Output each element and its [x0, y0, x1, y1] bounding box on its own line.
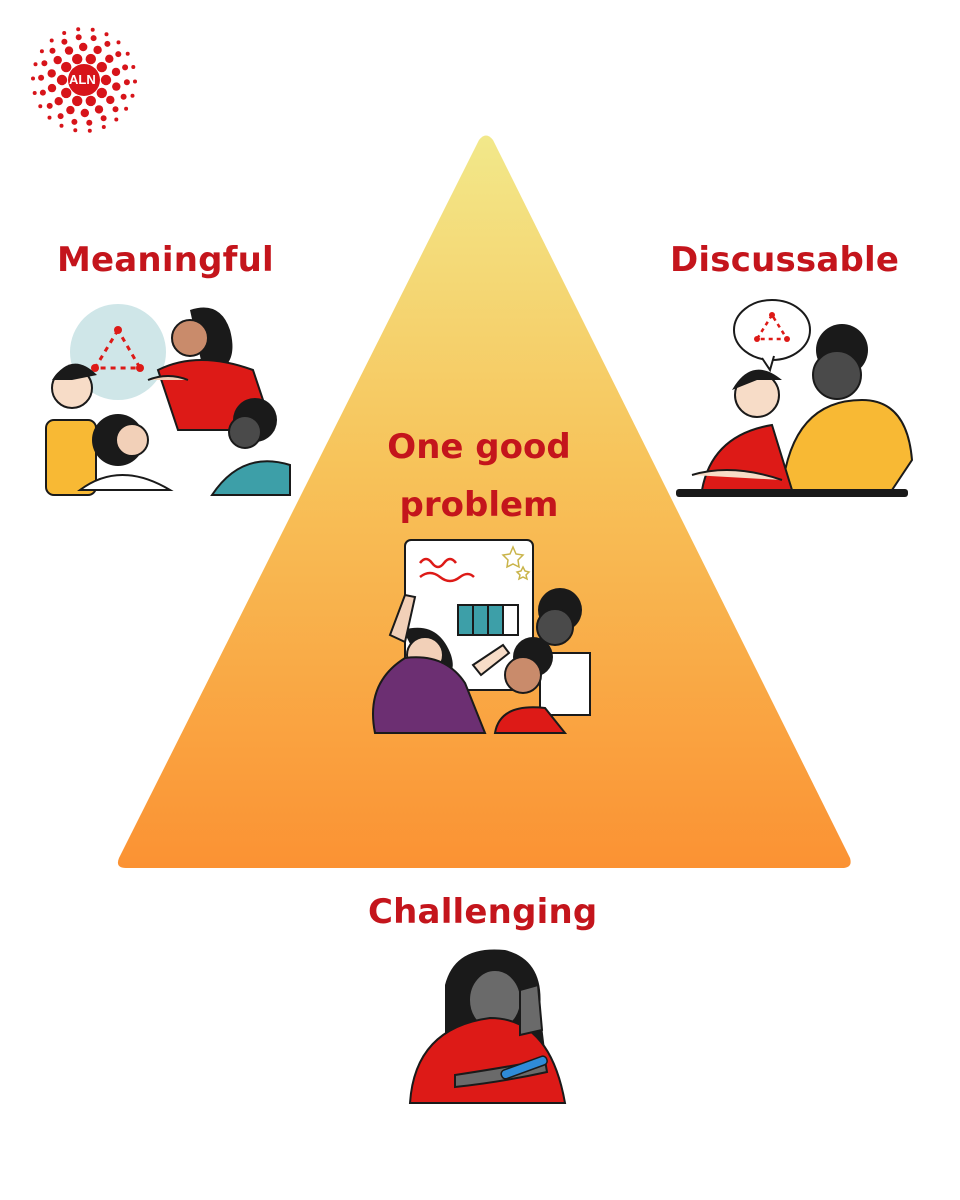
logo-dot [104, 40, 111, 47]
logo-dot [73, 128, 78, 133]
logo-dot [125, 51, 130, 56]
logo-dot [53, 55, 62, 65]
student-thinking-illustration [408, 949, 567, 1104]
logo-dot [133, 79, 137, 84]
logo-dot [38, 104, 43, 109]
aln-logo: ALN [28, 24, 140, 136]
logo-dot [93, 45, 102, 55]
logo-dot [120, 93, 127, 100]
apex-label-line-2: problem [399, 485, 559, 525]
logo-dot [56, 74, 68, 86]
logo-dot [114, 117, 119, 122]
logo-dot [59, 123, 64, 128]
logo-dot [111, 67, 121, 77]
logo-dot [47, 69, 56, 78]
logo-dot [61, 87, 72, 99]
logo-dot [75, 34, 82, 41]
logo-dot [32, 91, 37, 95]
challenging-label: Challenging [368, 892, 598, 932]
logo-dot [112, 106, 119, 113]
logo-dot [62, 31, 67, 35]
group-collaboration-illustration [45, 304, 291, 496]
logo-dot [101, 125, 106, 129]
logo-dot [123, 79, 130, 86]
logo-dot [72, 95, 83, 107]
adult-student-conversation-illustration [676, 299, 914, 497]
logo-dot [54, 97, 63, 106]
logo-dot [41, 60, 48, 67]
logo-dot [85, 53, 96, 65]
logo-dot [85, 95, 96, 107]
logo-dot [38, 74, 45, 81]
logo-dot [76, 27, 81, 32]
logo-dot [112, 82, 121, 91]
logo-dot [87, 128, 92, 133]
logo-text: ALN [69, 72, 96, 87]
logo-dot [131, 65, 136, 69]
logo-dot [122, 64, 129, 71]
logo-dot [116, 40, 121, 45]
logo-dot [96, 61, 108, 73]
logo-dot [79, 42, 88, 52]
logo-dot [31, 76, 35, 81]
logo-dot [124, 106, 129, 111]
team-working-on-problem-illustration [372, 539, 591, 734]
logo-dot [57, 113, 64, 120]
logo-dot [96, 87, 108, 99]
logo-dot [105, 54, 114, 63]
discussable-label: Discussable [670, 240, 900, 280]
logo-dot [66, 105, 75, 115]
logo-dot [49, 47, 56, 54]
logo-dot [90, 35, 97, 42]
logo-dot [39, 89, 46, 96]
logo-dot [115, 51, 122, 58]
logo-dot [106, 95, 115, 105]
meaningful-label: Meaningful [57, 240, 274, 280]
logo-dot [47, 115, 52, 120]
logo-dot [33, 62, 38, 67]
logo-dot [130, 93, 135, 98]
logo-dot [61, 61, 72, 73]
one-good-problem-label: One good problem [329, 418, 629, 534]
logo-dot [64, 46, 74, 55]
logo-dot [100, 74, 112, 86]
logo-dot [94, 105, 104, 114]
apex-label-line-1: One good [387, 427, 571, 467]
logo-dot [100, 115, 107, 122]
logo-dot [71, 118, 78, 125]
logo-dot [104, 32, 109, 37]
logo-dot [86, 119, 93, 126]
logo-dot [49, 38, 54, 43]
logo-dot [39, 49, 44, 54]
logo-dot [47, 83, 57, 93]
logo-core [68, 64, 100, 96]
logo-burst-icon [31, 27, 137, 133]
logo-dot [90, 27, 95, 32]
logo-dot [46, 102, 53, 109]
logo-dot [72, 53, 83, 65]
logo-dot [80, 108, 89, 118]
logo-dot [61, 38, 68, 45]
pyramid-triangle [117, 135, 851, 868]
